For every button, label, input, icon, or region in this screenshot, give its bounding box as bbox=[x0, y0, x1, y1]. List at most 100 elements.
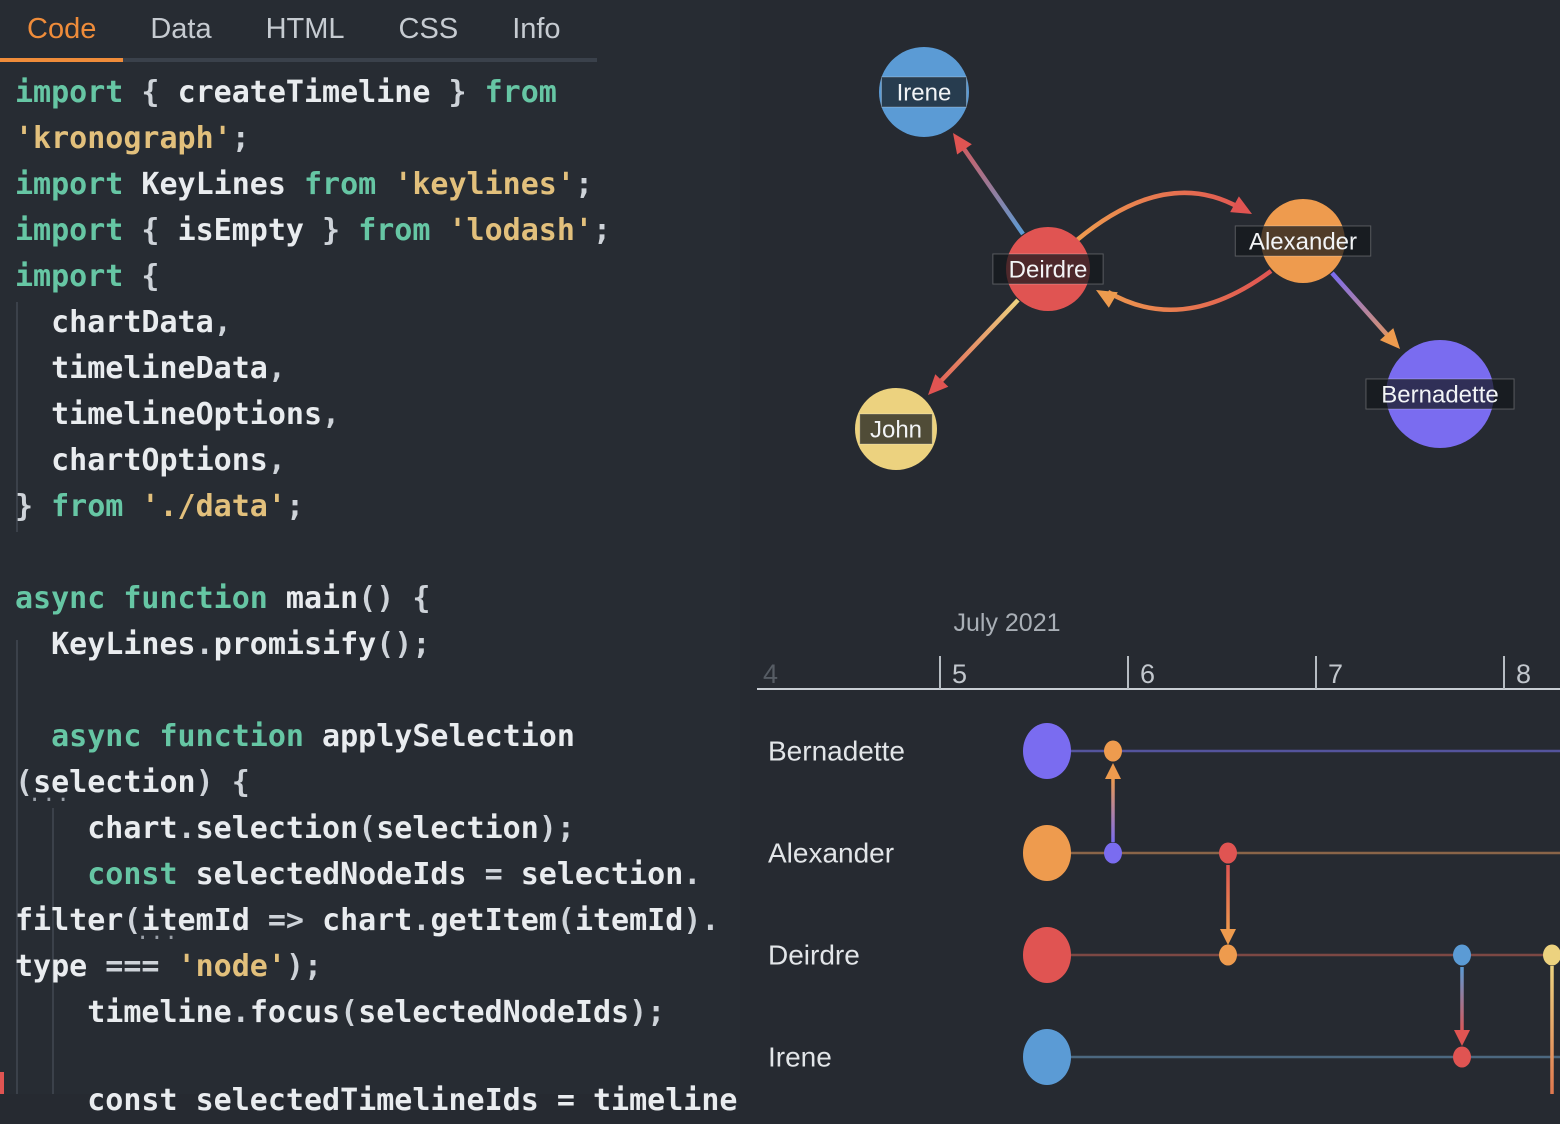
graph-node-label: John bbox=[870, 417, 922, 444]
code-token: timelineOptions bbox=[15, 397, 323, 432]
code-token: , bbox=[213, 305, 232, 340]
code-token: 'lodash' bbox=[430, 213, 593, 248]
code-line[interactable] bbox=[15, 668, 737, 714]
code-token: function bbox=[159, 719, 305, 754]
timeline-event-dot[interactable] bbox=[1219, 842, 1237, 864]
code-token: KeyLines bbox=[123, 167, 304, 202]
code-token: isEmpty bbox=[177, 213, 304, 248]
code-token: import bbox=[15, 167, 124, 202]
code-line[interactable]: type === 'node'); bbox=[15, 944, 737, 990]
code-token: ( bbox=[556, 903, 575, 938]
timeline-row-label-alexander[interactable]: Alexander bbox=[768, 838, 894, 869]
code-line[interactable]: 'kronograph'; bbox=[15, 116, 737, 162]
timeline-event-dot[interactable] bbox=[1543, 944, 1560, 966]
tab-html[interactable]: HTML bbox=[265, 13, 345, 45]
graph-link-alexander-bernadette[interactable] bbox=[1330, 271, 1391, 339]
code-line[interactable] bbox=[15, 530, 737, 576]
code-token: createTimeline bbox=[177, 75, 431, 110]
tab-css[interactable]: CSS bbox=[398, 13, 459, 45]
code-token: main bbox=[267, 581, 359, 616]
graph-link-deirdre-john[interactable] bbox=[937, 298, 1020, 385]
tab-info[interactable]: Info bbox=[512, 13, 561, 45]
code-line[interactable]: timelineData, bbox=[15, 346, 737, 392]
code-token: === bbox=[87, 949, 178, 984]
code-line[interactable]: timeline.focus(selectedNodeIds); bbox=[15, 990, 737, 1036]
code-token: timeline bbox=[15, 995, 232, 1030]
code-token: ). bbox=[683, 903, 720, 938]
code-line[interactable]: const selectedNodeIds = selection. bbox=[15, 852, 737, 898]
graph-link-deirdre-alexander[interactable] bbox=[1075, 190, 1242, 242]
gutter-change-marker bbox=[0, 1072, 4, 1094]
timeline-node-alexander[interactable] bbox=[1023, 825, 1071, 881]
indent-guide bbox=[16, 302, 18, 532]
code-line[interactable]: import { bbox=[15, 254, 737, 300]
code-token: } bbox=[430, 75, 485, 110]
timeline-event-dot[interactable] bbox=[1104, 740, 1122, 762]
code-line[interactable]: chart.selection(selection); bbox=[15, 806, 737, 852]
code-token: ( bbox=[15, 765, 34, 800]
code-line[interactable]: filter(itemId => chart.getItem(itemId). bbox=[15, 898, 737, 944]
code-line[interactable]: async function main() { bbox=[15, 576, 737, 622]
code-token: selection bbox=[195, 811, 359, 846]
graph-link-alexander-deirdre[interactable] bbox=[1106, 269, 1273, 312]
code-line[interactable]: chartData, bbox=[15, 300, 737, 346]
code-line[interactable]: (selection) { bbox=[15, 760, 737, 806]
code-area[interactable]: import { createTimeline } from'kronograp… bbox=[15, 70, 737, 1124]
wrap-hint: ... bbox=[136, 920, 179, 945]
timeline-arrowhead bbox=[1454, 1030, 1470, 1046]
code-token: ) { bbox=[195, 765, 250, 800]
tab-data[interactable]: Data bbox=[150, 13, 212, 45]
timeline-row-label-deirdre[interactable]: Deirdre bbox=[768, 940, 860, 971]
code-token: getItem bbox=[430, 903, 557, 938]
timeline-event-dot[interactable] bbox=[1453, 944, 1471, 966]
code-token: type bbox=[15, 949, 88, 984]
code-token: ); bbox=[629, 995, 666, 1030]
code-line[interactable]: KeyLines.promisify(); bbox=[15, 622, 737, 668]
timeline-event-dot[interactable] bbox=[1453, 1046, 1471, 1068]
timeline-event-dot[interactable] bbox=[1219, 944, 1237, 966]
code-token: , bbox=[267, 351, 286, 386]
graph-link-arrowhead bbox=[1096, 290, 1118, 308]
code-token: } bbox=[304, 213, 359, 248]
code-line[interactable] bbox=[15, 1036, 737, 1082]
indent-guide bbox=[16, 640, 18, 1094]
code-token: selectedNodeIds bbox=[177, 857, 485, 892]
timeline-node-irene[interactable] bbox=[1023, 1029, 1071, 1085]
timeline-tick-label: 7 bbox=[1328, 659, 1343, 689]
code-line[interactable]: } from './data'; bbox=[15, 484, 737, 530]
code-line[interactable]: async function applySelection bbox=[15, 714, 737, 760]
editor-tab-bar: Code Data HTML CSS Info bbox=[0, 0, 588, 62]
graph-link-arrowhead bbox=[928, 374, 949, 395]
code-token: timelineData bbox=[15, 351, 268, 386]
graph-node-label: Bernadette bbox=[1381, 382, 1498, 409]
graph-link-deirdre-irene[interactable] bbox=[960, 144, 1025, 236]
timeline-tick-label: 5 bbox=[952, 659, 967, 689]
timeline-node-deirdre[interactable] bbox=[1023, 927, 1071, 983]
timeline-node-bernadette[interactable] bbox=[1023, 723, 1071, 779]
code-token: chart bbox=[322, 903, 413, 938]
code-editor-panel: Code Data HTML CSS Info import { createT… bbox=[0, 0, 740, 1118]
timeline-row-label-irene[interactable]: Irene bbox=[768, 1042, 832, 1073]
timeline-tick-label: 4 bbox=[763, 659, 778, 689]
code-token: ; bbox=[285, 489, 304, 524]
tab-code[interactable]: Code bbox=[0, 0, 124, 62]
timeline-row-label-bernadette[interactable]: Bernadette bbox=[768, 736, 905, 767]
indent-guide bbox=[52, 808, 54, 1094]
code-line[interactable]: import KeyLines from 'keylines'; bbox=[15, 162, 737, 208]
code-token: async bbox=[15, 719, 142, 754]
code-line[interactable]: import { isEmpty } from 'lodash'; bbox=[15, 208, 737, 254]
code-token: chartData bbox=[15, 305, 214, 340]
code-token: import bbox=[15, 259, 124, 294]
code-token: async bbox=[15, 581, 106, 616]
code-line[interactable]: import { createTimeline } from bbox=[15, 70, 737, 116]
wrap-hint: ... bbox=[28, 782, 71, 807]
code-line[interactable]: const selectedTimelineIds = timeline bbox=[15, 1078, 737, 1124]
code-line[interactable]: timelineOptions, bbox=[15, 392, 737, 438]
graph-link-arrowhead bbox=[953, 133, 972, 155]
code-line[interactable]: chartOptions, bbox=[15, 438, 737, 484]
code-token: selection bbox=[376, 811, 539, 846]
timeline-event-dot[interactable] bbox=[1104, 842, 1122, 864]
code-token: = bbox=[484, 857, 521, 892]
code-token: chart bbox=[15, 811, 178, 846]
graph-node-label-band bbox=[992, 253, 1104, 285]
